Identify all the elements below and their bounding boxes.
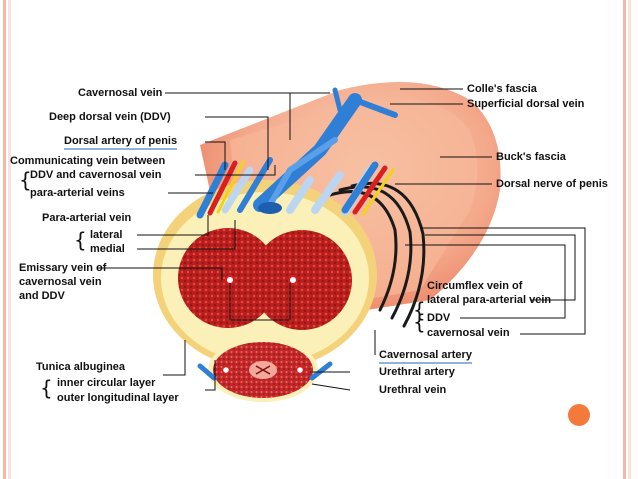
urethral-artery-left: [221, 365, 231, 375]
label-cavernosal-artery: Cavernosal artery: [379, 349, 472, 364]
label-lateral: lateral: [90, 229, 123, 241]
label-colles-fascia: Colle's fascia: [467, 83, 537, 95]
label-outer-longitudinal-layer: outer longitudinal layer: [57, 392, 179, 404]
label-cavernosal-vein: Cavernosal vein: [78, 87, 163, 99]
slide-accent-dot: [568, 404, 590, 426]
label-dorsal-nerve: Dorsal nerve of penis: [496, 178, 608, 190]
label-inner-circular-layer: inner circular layer: [57, 377, 156, 389]
slide-stripe-left-light: [8, 0, 11, 479]
label-ddv: DDV: [427, 312, 451, 324]
corpus-cavernosum-right: [252, 230, 352, 330]
label-medial: medial: [90, 243, 125, 255]
brace-tunica: {: [40, 376, 53, 400]
label-communicating-vein: Communicating vein between: [10, 155, 166, 167]
label-dorsal-artery: Dorsal artery of penis: [64, 135, 178, 150]
label-para-arterial-veins: para-arterial veins: [30, 187, 125, 199]
label-bucks-fascia: Buck's fascia: [496, 151, 566, 163]
brace-communicating: {: [19, 168, 32, 192]
label-superficial-dorsal-vein: Superficial dorsal vein: [467, 98, 585, 110]
label-urethral-vein: Urethral vein: [379, 384, 447, 396]
dorsal-vessels: [196, 87, 398, 219]
cavernosal-artery-right: [288, 275, 298, 285]
label-deep-dorsal-vein: Deep dorsal vein (DDV): [49, 111, 171, 123]
label-urethral-artery: Urethral artery: [379, 366, 455, 378]
cavernosal-artery-left: [225, 275, 235, 285]
label-emissary-2: cavernosal vein: [19, 276, 102, 288]
slide-stripe-left-dark: [3, 0, 6, 479]
slide-stripe-right-dark: [623, 0, 626, 479]
brace-para-arterial: {: [74, 228, 87, 252]
brace-ddv-cavernosal: {: [413, 310, 426, 334]
label-tunica-albuginea: Tunica albuginea: [36, 361, 126, 373]
leader-lines: [97, 88, 586, 391]
label-circumflex-1: Circumflex vein of: [427, 280, 523, 292]
slide-stripe-right-light: [628, 0, 631, 479]
label-emissary-1: Emissary vein of: [19, 262, 107, 274]
label-right-cavernosal-vein: cavernosal vein: [427, 327, 510, 339]
label-emissary-3: and DDV: [19, 290, 65, 302]
brace-circumflex: {: [413, 298, 426, 322]
label-para-arterial-vein: Para-arterial vein: [42, 212, 132, 224]
label-circumflex-2: lateral para-arterial vein: [427, 294, 552, 306]
urethral-artery-right: [295, 365, 305, 375]
label-ddv-and-cavernosal: DDV and cavernosal vein: [30, 169, 162, 181]
